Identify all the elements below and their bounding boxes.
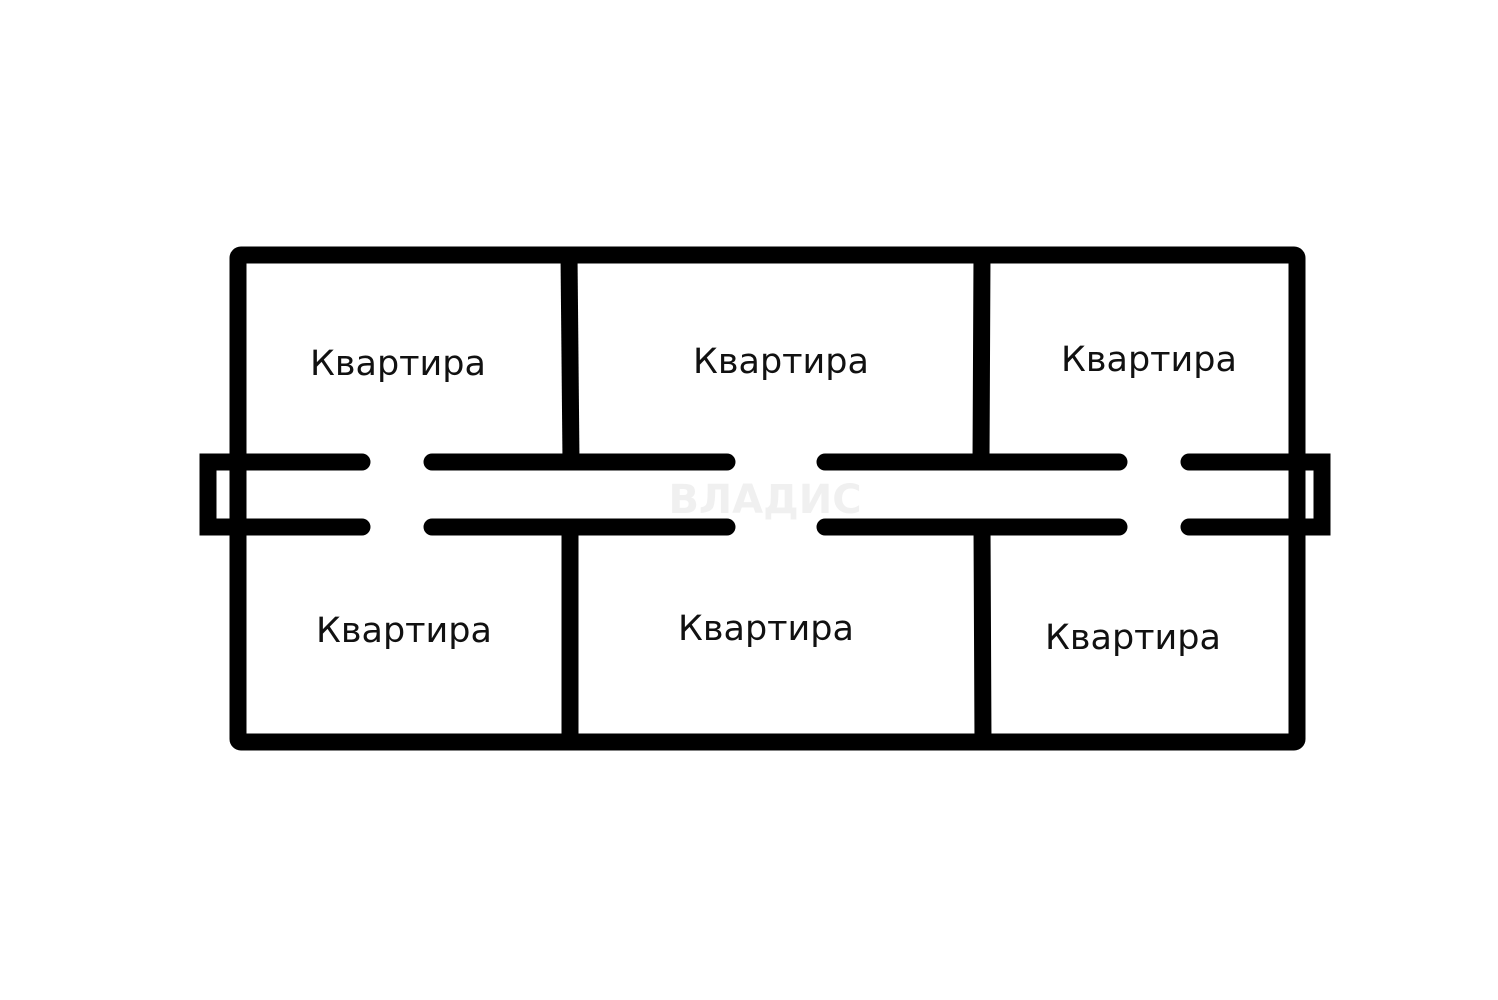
room-label: Квартира — [693, 342, 869, 382]
corridor-right-end — [1180, 453, 1331, 536]
divider-wall — [560, 246, 580, 471]
divider-wall — [973, 518, 992, 751]
room-label: Квартира — [678, 609, 854, 649]
walls — [199, 246, 1331, 751]
outer-wall — [229, 246, 1306, 751]
corridor-left-end — [199, 453, 371, 536]
room-label: Квартира — [310, 344, 486, 384]
room-label: Квартира — [1061, 340, 1237, 380]
room-label: Квартира — [1045, 618, 1221, 658]
watermark: ВЛАДИС — [668, 477, 861, 523]
room-label: Квартира — [316, 611, 492, 651]
divider-wall — [972, 246, 991, 471]
